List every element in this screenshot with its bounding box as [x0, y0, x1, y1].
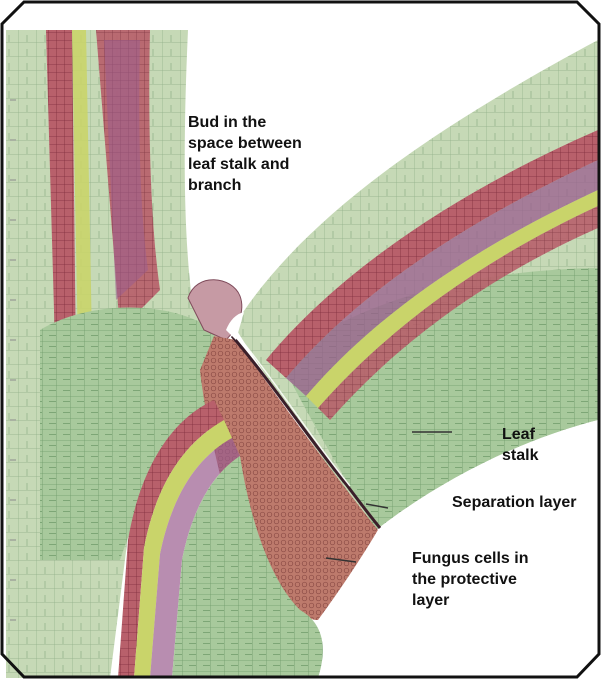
label-fungus-cells: Fungus cells in the protective layer: [412, 548, 528, 611]
branch-cortex: [6, 30, 44, 678]
label-bud: Bud in the space between leaf stalk and …: [188, 112, 302, 196]
label-leaf-stalk: Leaf stalk: [502, 424, 538, 466]
label-separation-layer: Separation layer: [452, 492, 577, 513]
